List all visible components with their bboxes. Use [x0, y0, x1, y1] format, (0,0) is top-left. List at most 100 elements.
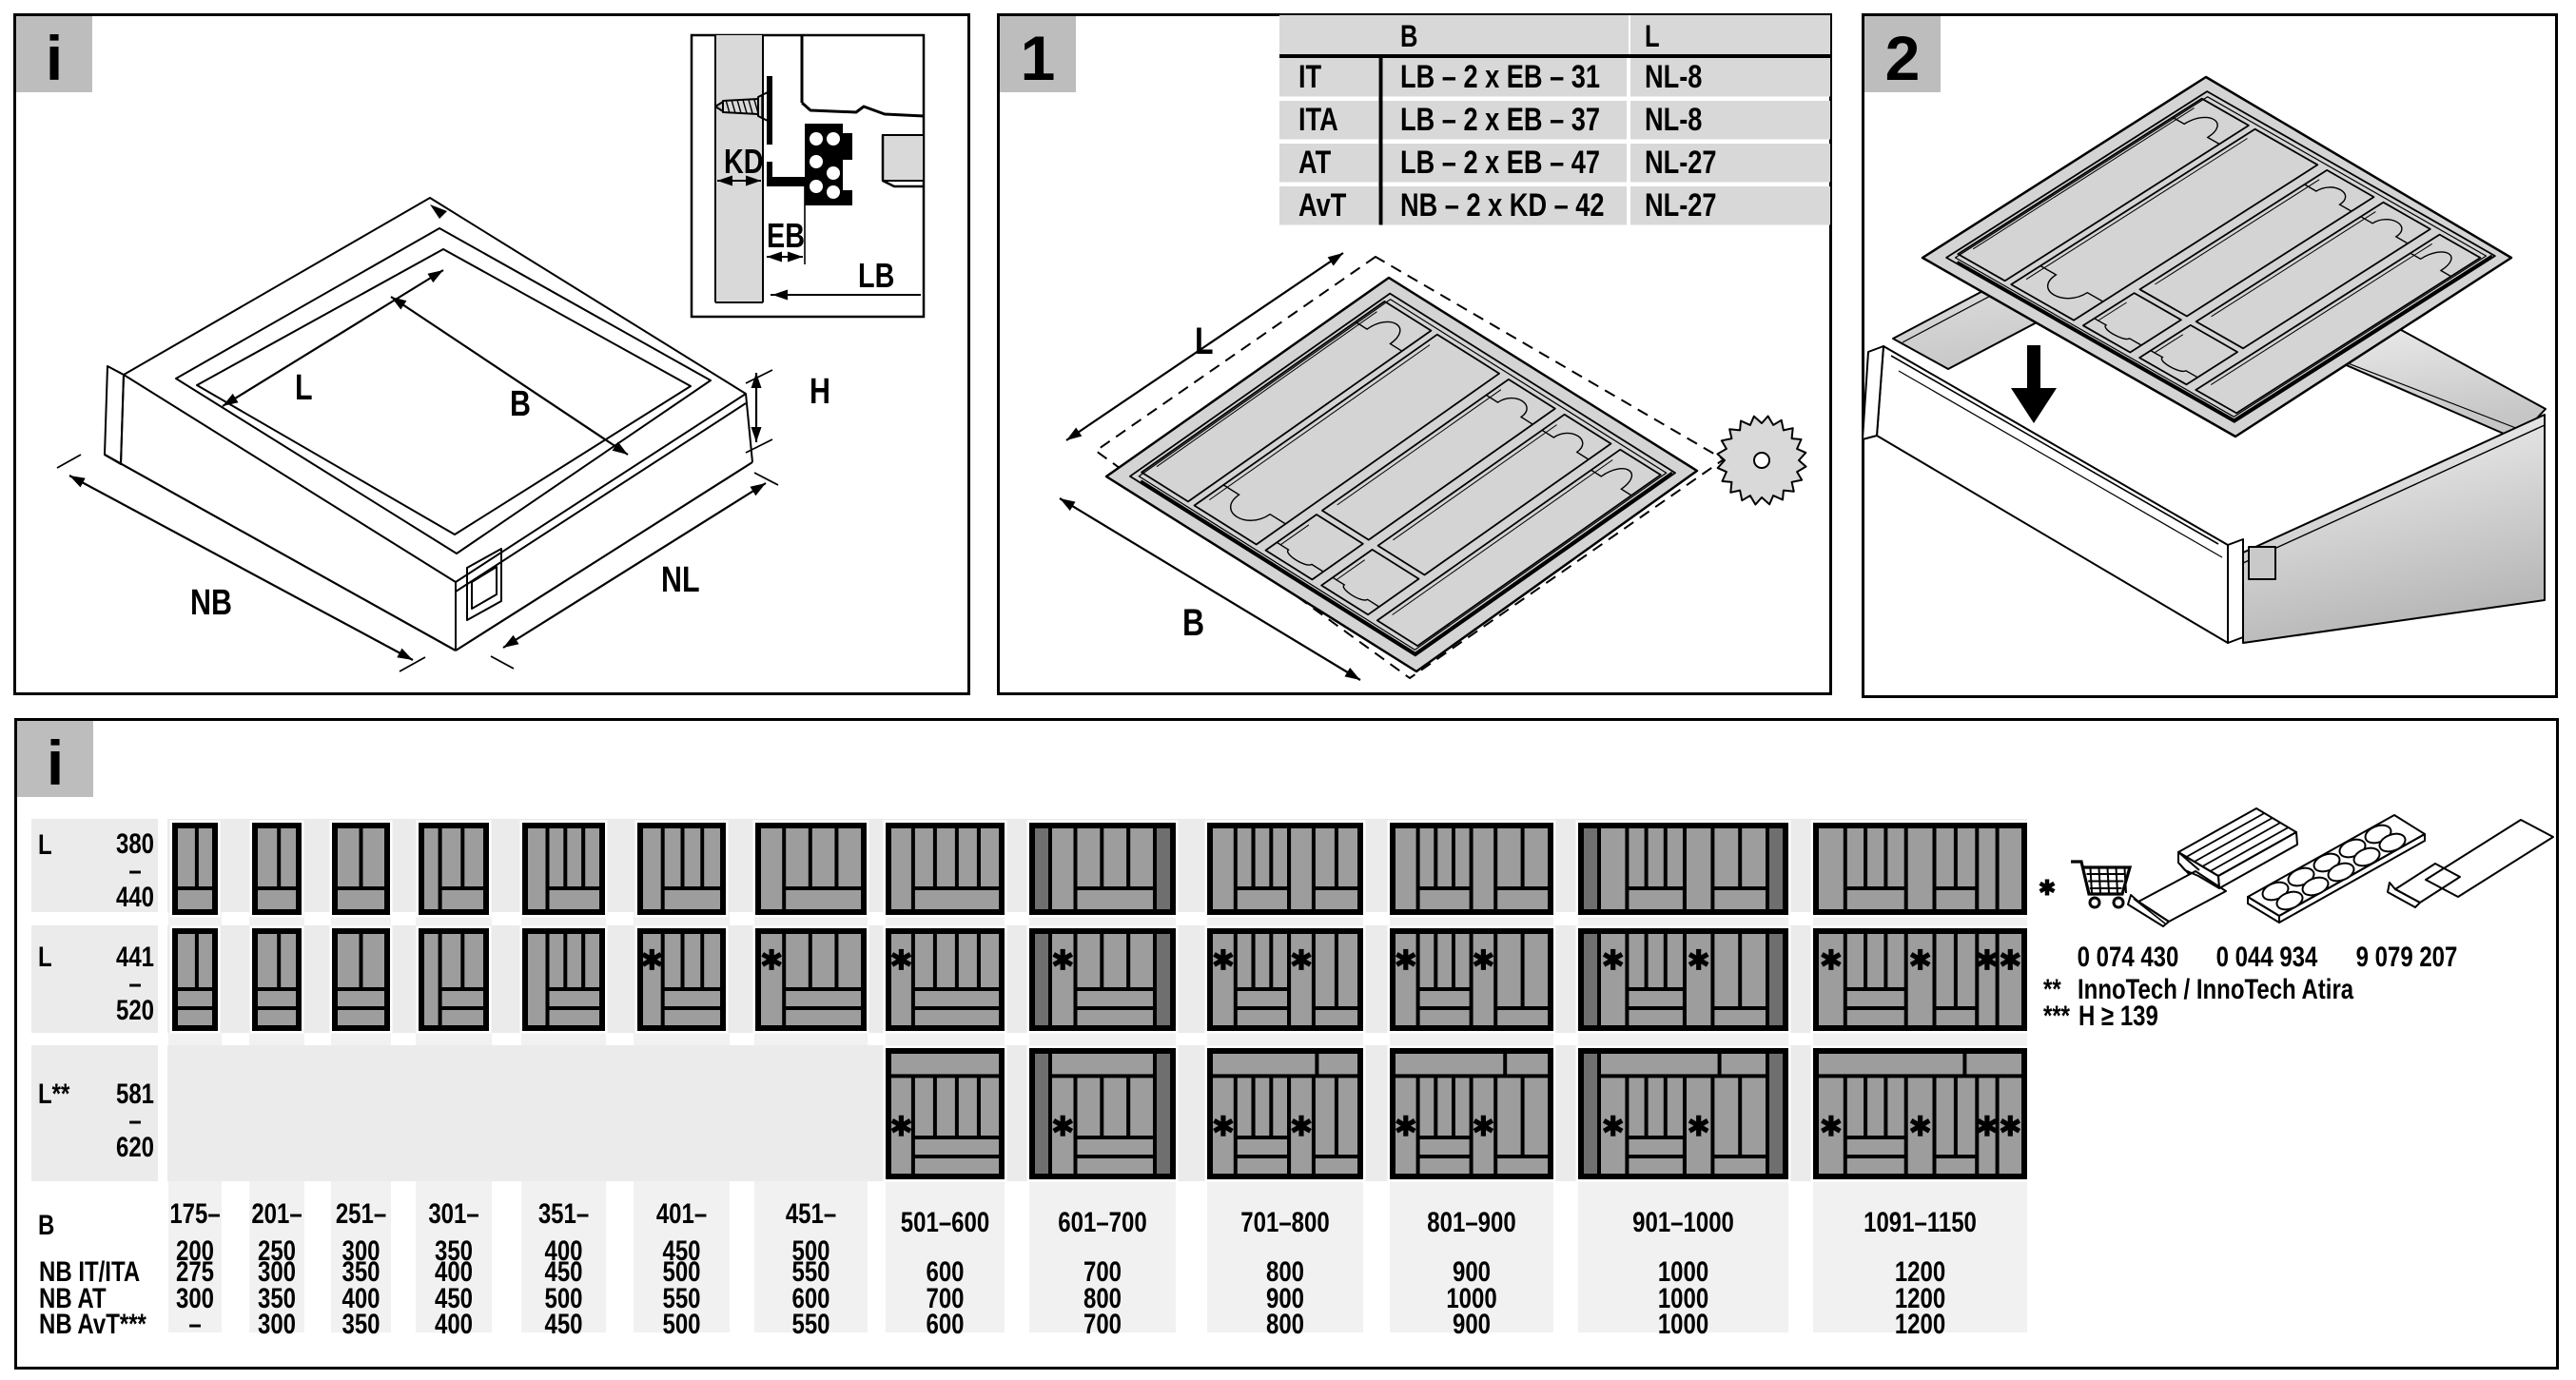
svg-text:1000: 1000 [1658, 1281, 1708, 1313]
svg-text:300: 300 [258, 1307, 296, 1339]
svg-text:NL-27: NL-27 [1645, 144, 1717, 181]
svg-text:L: L [1195, 320, 1214, 362]
svg-text:EB: EB [767, 216, 805, 255]
svg-text:350: 350 [342, 1307, 380, 1339]
svg-text:700: 700 [926, 1281, 964, 1313]
svg-text:700: 700 [1083, 1307, 1122, 1339]
svg-text:400: 400 [544, 1234, 582, 1266]
svg-text:LB – 2 x EB – 47: LB – 2 x EB – 47 [1400, 144, 1600, 181]
svg-text:201–: 201– [251, 1196, 302, 1229]
svg-text:L**: L** [38, 1077, 70, 1109]
svg-text:L: L [38, 827, 52, 860]
svg-text:0 074 430: 0 074 430 [2078, 940, 2179, 972]
svg-text:900: 900 [1453, 1307, 1491, 1339]
svg-text:500: 500 [662, 1307, 700, 1339]
svg-text:801–900: 801–900 [1427, 1205, 1515, 1237]
svg-text:900: 900 [1453, 1254, 1491, 1287]
svg-text:300: 300 [258, 1254, 296, 1287]
svg-text:275: 275 [176, 1254, 214, 1287]
svg-text:351–: 351– [538, 1196, 589, 1229]
svg-text:NB: NB [190, 583, 232, 623]
svg-text:9 079 207: 9 079 207 [2356, 940, 2458, 972]
svg-text:550: 550 [791, 1254, 829, 1287]
svg-text:NB AT: NB AT [39, 1281, 107, 1313]
svg-text:440: 440 [116, 880, 154, 912]
svg-text:450: 450 [544, 1254, 582, 1287]
svg-text:250: 250 [258, 1234, 296, 1266]
svg-text:1000: 1000 [1658, 1307, 1708, 1339]
svg-text:***: *** [2043, 999, 2070, 1031]
svg-text:LB: LB [858, 256, 894, 295]
svg-text:620: 620 [116, 1130, 154, 1162]
svg-text:NL-8: NL-8 [1645, 58, 1702, 95]
svg-text:LB – 2 x EB – 31: LB – 2 x EB – 31 [1400, 58, 1600, 95]
svg-text:600: 600 [791, 1281, 829, 1313]
svg-text:–: – [128, 966, 141, 999]
svg-text:**: ** [2043, 972, 2061, 1004]
svg-text:1200: 1200 [1895, 1307, 1945, 1339]
svg-text:NB AvT***: NB AvT*** [39, 1307, 146, 1339]
svg-text:B: B [1182, 601, 1204, 644]
svg-text:B: B [38, 1208, 54, 1240]
svg-text:InnoTech / InnoTech Atira: InnoTech / InnoTech Atira [2078, 972, 2354, 1004]
svg-text:NL-27: NL-27 [1645, 186, 1717, 224]
svg-text:AT: AT [1298, 144, 1331, 181]
svg-text:441: 441 [116, 940, 154, 972]
svg-text:B: B [1400, 20, 1417, 53]
svg-text:1091–1150: 1091–1150 [1864, 1205, 1977, 1237]
svg-text:380: 380 [116, 826, 154, 859]
svg-text:701–800: 701–800 [1240, 1205, 1329, 1237]
svg-text:350: 350 [435, 1234, 473, 1266]
svg-text:800: 800 [1266, 1307, 1304, 1339]
svg-text:ITA: ITA [1298, 101, 1338, 138]
svg-text:NB – 2 x KD – 42: NB – 2 x KD – 42 [1400, 186, 1605, 224]
svg-text:251–: 251– [336, 1196, 386, 1229]
svg-text:400: 400 [435, 1254, 473, 1287]
svg-text:500: 500 [662, 1254, 700, 1287]
svg-text:175–: 175– [169, 1196, 220, 1229]
svg-text:0 044 934: 0 044 934 [2216, 940, 2318, 972]
svg-text:i: i [46, 23, 63, 93]
svg-text:1000: 1000 [1446, 1281, 1496, 1313]
svg-text:2: 2 [1885, 23, 1921, 93]
svg-text:550: 550 [791, 1307, 829, 1339]
svg-text:–: – [188, 1307, 201, 1339]
svg-text:400: 400 [342, 1281, 380, 1313]
svg-text:800: 800 [1083, 1281, 1122, 1313]
svg-text:L: L [295, 368, 313, 408]
svg-text:200: 200 [176, 1234, 214, 1266]
svg-text:NB IT/ITA: NB IT/ITA [39, 1254, 140, 1287]
svg-text:450: 450 [544, 1307, 582, 1339]
svg-text:IT: IT [1298, 58, 1321, 95]
svg-text:451–: 451– [786, 1196, 836, 1229]
svg-text:H ≥ 139: H ≥ 139 [2078, 999, 2158, 1031]
svg-text:800: 800 [1266, 1254, 1304, 1287]
svg-text:KD: KD [724, 142, 764, 181]
svg-text:501–600: 501–600 [901, 1205, 989, 1237]
svg-text:300: 300 [342, 1234, 380, 1266]
svg-text:700: 700 [1083, 1254, 1122, 1287]
svg-text:900: 900 [1266, 1281, 1304, 1313]
svg-text:350: 350 [342, 1254, 380, 1287]
svg-text:581: 581 [116, 1077, 154, 1109]
svg-text:i: i [47, 728, 64, 798]
svg-text:H: H [810, 372, 830, 412]
svg-text:1: 1 [1021, 23, 1056, 93]
svg-text:L: L [38, 940, 52, 972]
svg-text:600: 600 [926, 1254, 964, 1287]
svg-text:500: 500 [791, 1234, 829, 1266]
svg-text:450: 450 [662, 1234, 700, 1266]
svg-text:1000: 1000 [1658, 1254, 1708, 1287]
svg-text:AvT: AvT [1298, 186, 1347, 224]
svg-text:–: – [128, 1103, 141, 1136]
svg-text:600: 600 [926, 1307, 964, 1339]
svg-text:1200: 1200 [1895, 1281, 1945, 1313]
svg-text:B: B [510, 384, 531, 424]
svg-text:520: 520 [116, 993, 154, 1025]
svg-text:901–1000: 901–1000 [1632, 1205, 1734, 1237]
svg-text:601–700: 601–700 [1058, 1205, 1146, 1237]
svg-text:300: 300 [176, 1281, 214, 1313]
svg-text:400: 400 [435, 1307, 473, 1339]
svg-text:550: 550 [662, 1281, 700, 1313]
svg-text:301–: 301– [428, 1196, 478, 1229]
